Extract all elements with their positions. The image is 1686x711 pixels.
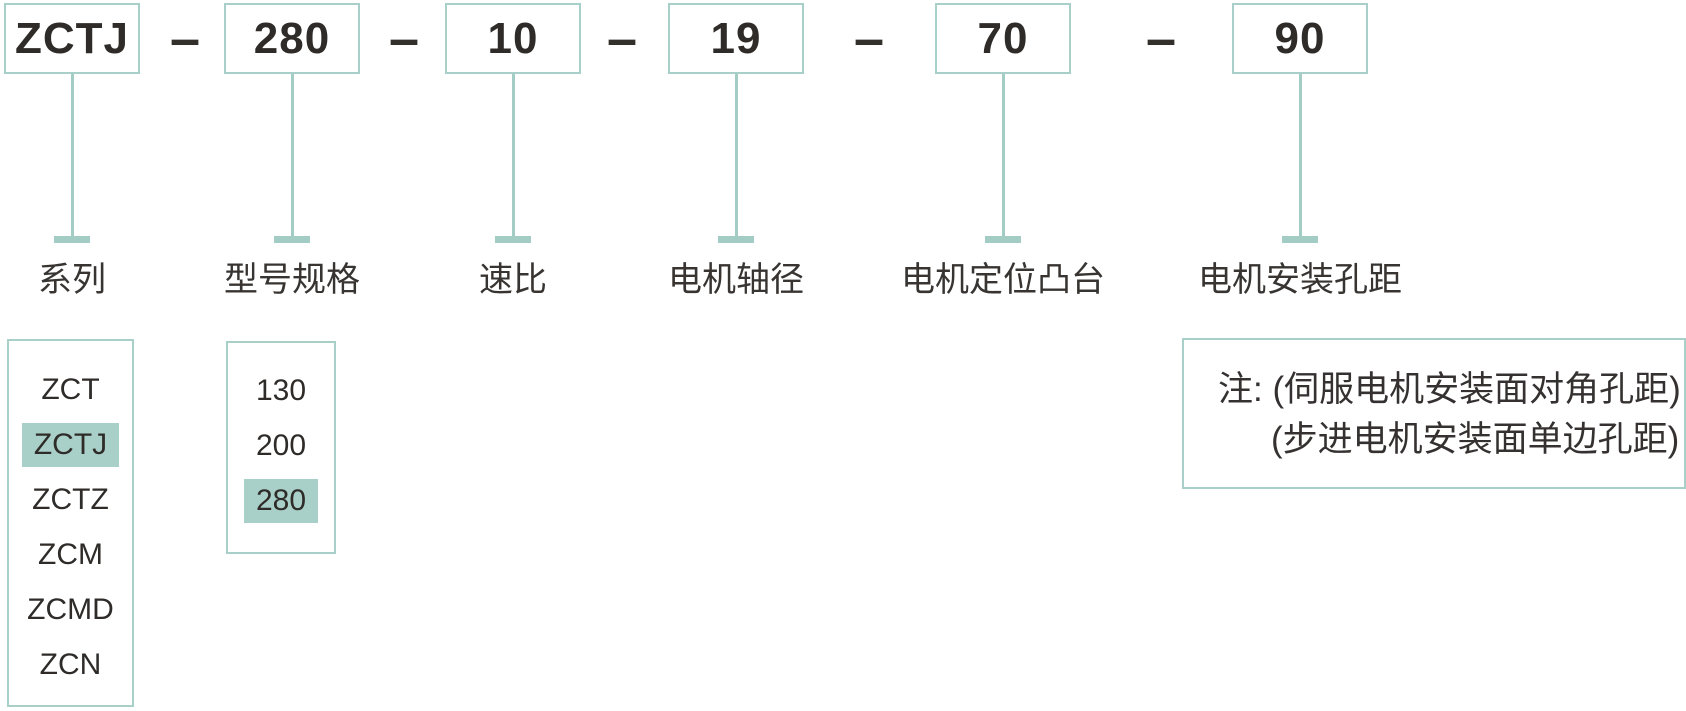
code-segment-boss: 70 (935, 3, 1071, 74)
segment-label-spec: 型号规格 (224, 261, 360, 299)
code-segment-hole-pitch: 90 (1232, 3, 1368, 74)
spec-options-list: 130 200 280 (226, 341, 336, 554)
list-item: ZCMD (27, 592, 114, 626)
note-line-stepper: (步进电机安装面单边孔距) (1271, 420, 1680, 459)
list-item: ZCTJ (9, 417, 132, 472)
dash-separator: – (388, 8, 420, 69)
code-segment-series: ZCTJ (4, 3, 140, 74)
list-item: ZCN (39, 647, 102, 681)
dash-separator: – (1145, 8, 1177, 69)
connector-line (71, 74, 74, 240)
segment-label-boss: 电机定位凸台 (901, 261, 1105, 299)
list-item: 130 (255, 373, 307, 407)
code-segment-ratio: 10 (445, 3, 581, 74)
note-box: 注: (伺服电机安装面对角孔距) (步进电机安装面单边孔距) (1182, 338, 1686, 489)
list-item: ZCT (41, 372, 100, 406)
segment-label-series: 系列 (38, 261, 106, 299)
list-item: ZCTZ (32, 482, 109, 516)
dash-separator: – (606, 8, 638, 69)
segment-label-ratio: 速比 (479, 261, 547, 299)
list-item: ZCM (38, 537, 103, 571)
dash-separator: – (169, 8, 201, 69)
list-item: 280 (228, 473, 334, 528)
connector-tick (274, 236, 310, 243)
connector-tick (54, 236, 90, 243)
connector-tick (985, 236, 1021, 243)
segment-label-shaft: 电机轴径 (668, 261, 804, 299)
list-item: 200 (255, 428, 307, 462)
connector-line (1002, 74, 1005, 240)
connector-line (1299, 74, 1302, 240)
connector-tick (495, 236, 531, 243)
connector-line (735, 74, 738, 240)
note-line-servo: 注: (伺服电机安装面对角孔距) (1218, 370, 1681, 409)
code-segment-spec: 280 (224, 3, 360, 74)
segment-label-hole-pitch: 电机安装孔距 (1198, 261, 1402, 299)
connector-tick (1282, 236, 1318, 243)
connector-line (291, 74, 294, 240)
connector-line (512, 74, 515, 240)
connector-tick (718, 236, 754, 243)
code-segment-shaft: 19 (668, 3, 804, 74)
series-options-list: ZCT ZCTJ ZCTZ ZCM ZCMD ZCN (7, 339, 134, 707)
dash-separator: – (853, 8, 885, 69)
